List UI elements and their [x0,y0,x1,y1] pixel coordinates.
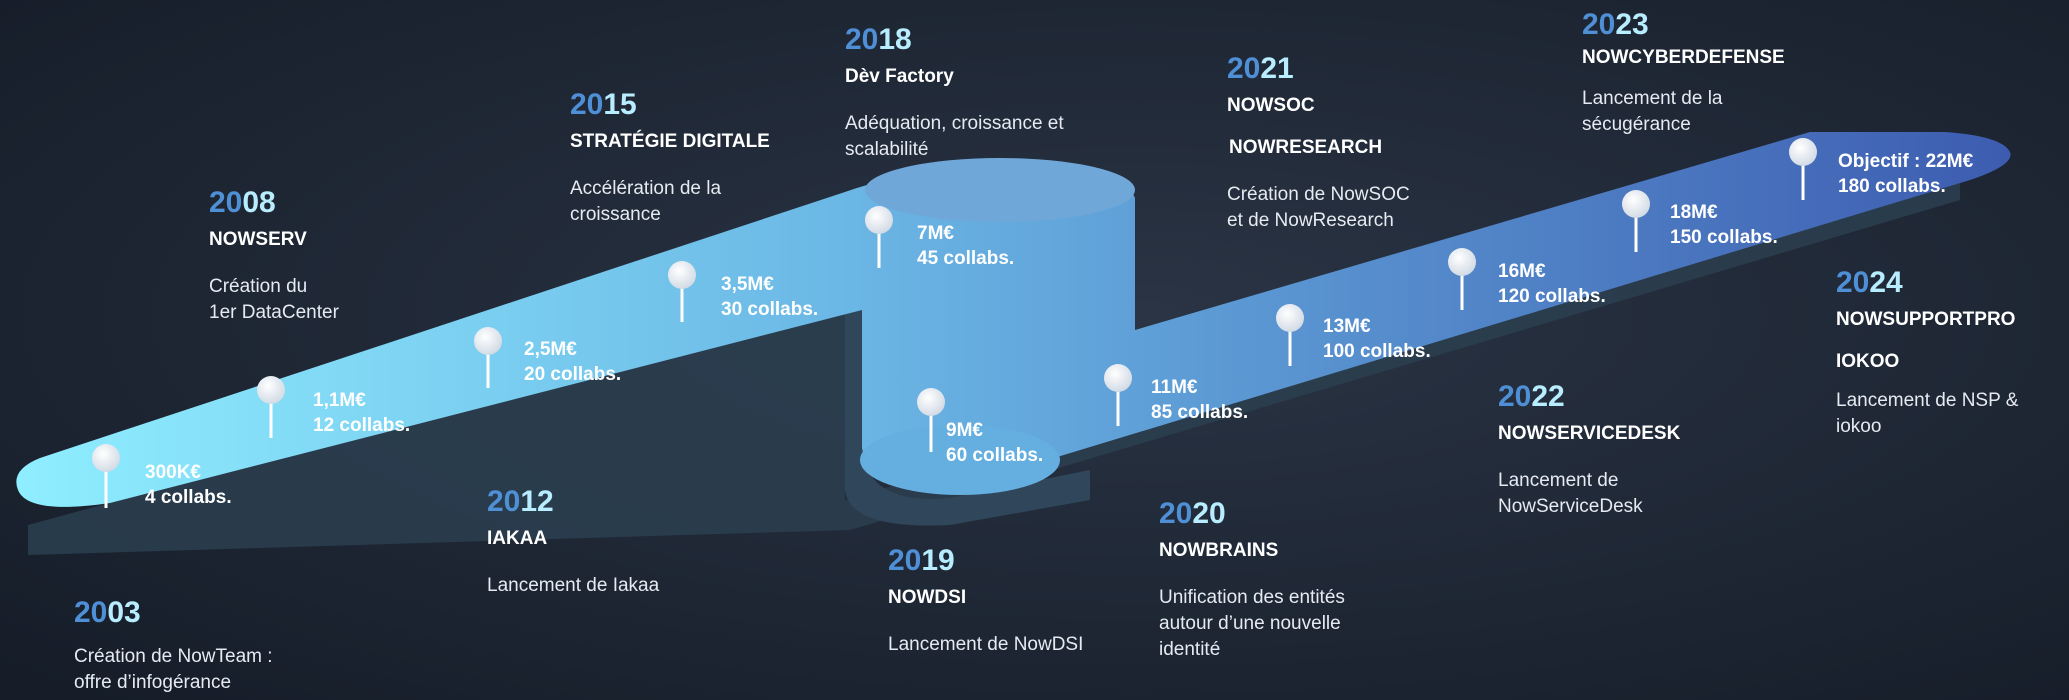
milestone-title-secondary: NOWRESEARCH [1229,137,1383,158]
milestone-description: Création de NowSOC et de NowResearch [1227,184,1410,231]
milestone-description: Création du 1er DataCenter [209,276,339,323]
milestone-description: Lancement de la sécugérance [1582,88,1723,135]
milestone-title: NOWSOC [1227,95,1315,116]
milestone-year: 2008 [209,186,276,219]
road-bend-bottom [860,425,1060,495]
pin [668,261,696,322]
milestone-title: NOWSERV [209,229,307,250]
milestone-year: 2020 [1159,497,1226,530]
stat-label: 18M€ 150 collabs. [1670,202,1778,248]
milestone-year: 2003 [74,596,141,629]
milestone-title: NOWSERVICEDESK [1498,423,1681,444]
pin [92,444,120,508]
milestone-description: Lancement de Iakaa [487,575,660,596]
milestone-title: NOWDSI [888,587,967,608]
milestone-title: NOWCYBERDEFENSE [1582,47,1785,68]
milestone-title: IAKAA [487,528,548,549]
milestone-year: 2012 [487,485,554,518]
milestone-description: Lancement de NowServiceDesk [1498,470,1643,517]
milestone-2023: 2023 NOWCYBERDEFENSE Lancement de la séc… [1582,8,1785,138]
stat-label: 7M€ 45 collabs. [917,223,1015,269]
milestone-description: Unification des entités autour d’une nou… [1159,587,1345,660]
milestone-year: 2021 [1227,52,1294,85]
milestone-2024: 2024 NOWSUPPORTPRO IOKOO Lancement de NS… [1836,266,2069,440]
milestone-year: 2022 [1498,380,1565,413]
road [16,132,2011,507]
milestone-title: STRATÉGIE DIGITALE [570,131,770,152]
stat-label: 2,5M€ 20 collabs. [524,339,622,385]
milestone-description: Création de NowTeam : offre d’infogéranc… [74,646,273,693]
milestone-year: 2015 [570,88,637,121]
milestone-title: NOWSUPPORTPRO [1836,309,2016,330]
stat-label: 16M€ 120 collabs. [1498,261,1606,307]
stat-label: 13M€ 100 collabs. [1323,316,1431,362]
stat-label: 11M€ 85 collabs. [1151,377,1249,423]
stat-label: 1,1M€ 12 collabs. [313,390,411,436]
road-shadow [28,170,1960,555]
stat-label: 3,5M€ 30 collabs. [721,274,819,320]
milestone-year: 2019 [888,544,955,577]
milestone-year: 2024 [1836,266,1903,299]
milestone-2021: 2021 NOWSOC NOWRESEARCH Création de NowS… [1227,52,1410,234]
milestone-year: 2018 [845,23,912,56]
milestone-title: NOWBRAINS [1159,540,1279,561]
stat-label: 9M€ 60 collabs. [946,420,1044,466]
milestone-2022: 2022 NOWSERVICEDESK Lancement de NowServ… [1498,380,1680,520]
pin [917,388,945,452]
milestone-2003: 2003 Création de NowTeam : offre d’infog… [74,596,273,696]
milestone-title-secondary: IOKOO [1836,351,1900,372]
pin [1789,138,1817,200]
pin [865,206,893,268]
milestone-2015: 2015 STRATÉGIE DIGITALE Accélération de … [570,88,770,228]
pin [1104,364,1132,426]
milestone-description: Accélération de la croissance [570,178,722,225]
milestone-title: Dèv Factory [845,66,954,87]
milestone-2019: 2019 NOWDSI Lancement de NowDSI [888,544,1083,658]
pin [1276,304,1304,366]
milestone-2020: 2020 NOWBRAINS Unification des entités a… [1159,497,1345,663]
pin [257,376,285,438]
stat-label: 300K€ 4 collabs. [145,462,232,508]
pin [1622,190,1650,252]
pin [474,327,502,388]
road-side [845,300,1090,526]
road-bend-top [865,158,1135,222]
milestone-2012: 2012 IAKAA Lancement de Iakaa [487,485,659,599]
milestone-description: Lancement de NSP & iokoo [1836,390,2019,437]
milestone-description: Adéquation, croissance et scalabilité [845,113,1064,160]
milestone-year: 2023 [1582,8,1649,41]
milestone-2008: 2008 NOWSERV Création du 1er DataCenter [209,186,339,326]
pin [1448,248,1476,310]
milestone-2018: 2018 Dèv Factory Adéquation, croissance … [845,23,1064,163]
stat-label: Objectif : 22M€ 180 collabs. [1838,151,1974,197]
milestone-description: Lancement de NowDSI [888,634,1084,655]
